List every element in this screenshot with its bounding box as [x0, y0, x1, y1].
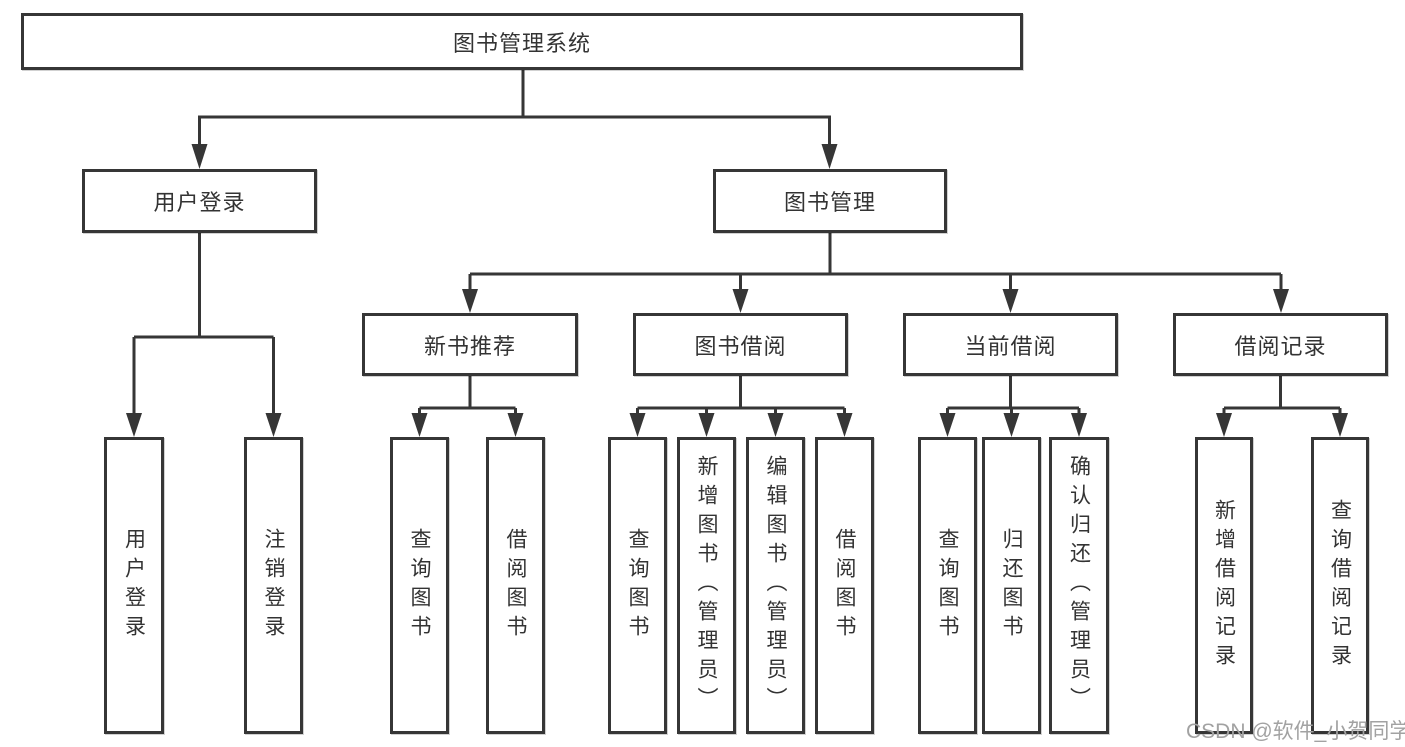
arrowhead-icon [507, 413, 524, 437]
leaf-borrow-borrow-book-label: 借阅图书 [833, 527, 856, 644]
leaf-record-add: 新增借阅记录 [1195, 437, 1253, 734]
node-root: 图书管理系统 [21, 13, 1023, 70]
node-book-manage-label: 图书管理 [783, 190, 876, 215]
node-borrow-record-label: 借阅记录 [1234, 333, 1327, 359]
csdn-watermark: CSDN @软件_小贺同学 [1186, 720, 1405, 743]
arrowhead-icon [1002, 289, 1019, 313]
arrowhead-icon [265, 413, 282, 437]
arrowhead-icon [126, 413, 142, 437]
node-current-borrow-label: 当前借阅 [964, 333, 1057, 359]
edge-manage-to-level3 [468, 233, 1283, 292]
arrowheads [126, 144, 1348, 437]
node-user-login-label: 用户登录 [153, 190, 246, 215]
node-user-login: 用户登录 [82, 169, 317, 233]
leaf-borrow-borrow-book: 借阅图书 [815, 437, 874, 734]
arrowhead-icon [411, 413, 428, 437]
arrowhead-icon [191, 144, 208, 169]
arrowhead-icon [698, 413, 715, 437]
leaf-recommend-query-book-label: 查询图书 [408, 527, 431, 644]
leaf-borrow-query-book-label: 查询图书 [626, 527, 649, 644]
node-borrow-record: 借阅记录 [1173, 313, 1388, 376]
leaf-current-query-book-label: 查询图书 [936, 527, 959, 644]
arrowhead-icon [821, 144, 838, 169]
leaf-recommend-borrow-book-label: 借阅图书 [504, 527, 527, 644]
arrowhead-icon [1071, 413, 1087, 437]
leaf-recommend-borrow-book: 借阅图书 [486, 437, 545, 734]
leaf-current-query-book: 查询图书 [918, 437, 977, 734]
node-book-borrow: 图书借阅 [633, 313, 848, 376]
arrowhead-icon [732, 289, 749, 313]
leaf-record-query: 查询借阅记录 [1311, 437, 1369, 734]
arrowhead-icon [939, 413, 956, 437]
edge-current-to-leaves [946, 376, 1081, 416]
leaf-logout-label: 注销登录 [262, 527, 285, 644]
edge-borrow-to-leaves [636, 376, 846, 416]
arrowhead-icon [1216, 413, 1232, 437]
arrowhead-icon [1273, 289, 1289, 313]
leaf-borrow-edit-book-label: 编辑图书（管理员） [764, 455, 787, 716]
leaf-borrow-edit-book: 编辑图书（管理员） [746, 437, 805, 734]
edge-login-to-leaves [132, 233, 275, 416]
node-book-borrow-label: 图书借阅 [694, 333, 787, 359]
node-root-label: 图书管理系统 [452, 30, 591, 56]
leaf-recommend-query-book: 查询图书 [390, 437, 449, 734]
node-new-book-recommend-label: 新书推荐 [423, 333, 516, 359]
leaf-record-add-label: 新增借阅记录 [1212, 498, 1236, 673]
leaf-current-return-book: 归还图书 [982, 437, 1041, 734]
leaf-current-confirm-return-label: 确认归还（管理员） [1067, 455, 1091, 716]
leaf-record-query-label: 查询借阅记录 [1328, 498, 1352, 673]
leaf-user-login: 用户登录 [104, 437, 164, 734]
leaf-borrow-add-book-label: 新增图书（管理员） [695, 455, 718, 716]
node-book-manage: 图书管理 [713, 169, 947, 233]
edge-record-to-leaves [1222, 376, 1342, 416]
leaf-current-confirm-return: 确认归还（管理员） [1049, 437, 1109, 734]
arrowhead-icon [767, 413, 784, 437]
arrowhead-icon [629, 413, 646, 437]
leaf-current-return-book-label: 归还图书 [1000, 527, 1023, 644]
leaf-logout: 注销登录 [244, 437, 303, 734]
arrowhead-icon [1003, 413, 1020, 437]
edge-root-to-level2 [198, 70, 831, 148]
leaf-user-login-label: 用户登录 [122, 527, 146, 644]
leaf-borrow-query-book: 查询图书 [608, 437, 667, 734]
edge-recommend-to-leaves [418, 376, 517, 416]
arrowhead-icon [1332, 413, 1348, 437]
arrowhead-icon [836, 413, 853, 437]
arrowhead-icon [462, 289, 478, 313]
node-current-borrow: 当前借阅 [903, 313, 1118, 376]
node-new-book-recommend: 新书推荐 [362, 313, 578, 376]
leaf-borrow-add-book: 新增图书（管理员） [677, 437, 736, 734]
